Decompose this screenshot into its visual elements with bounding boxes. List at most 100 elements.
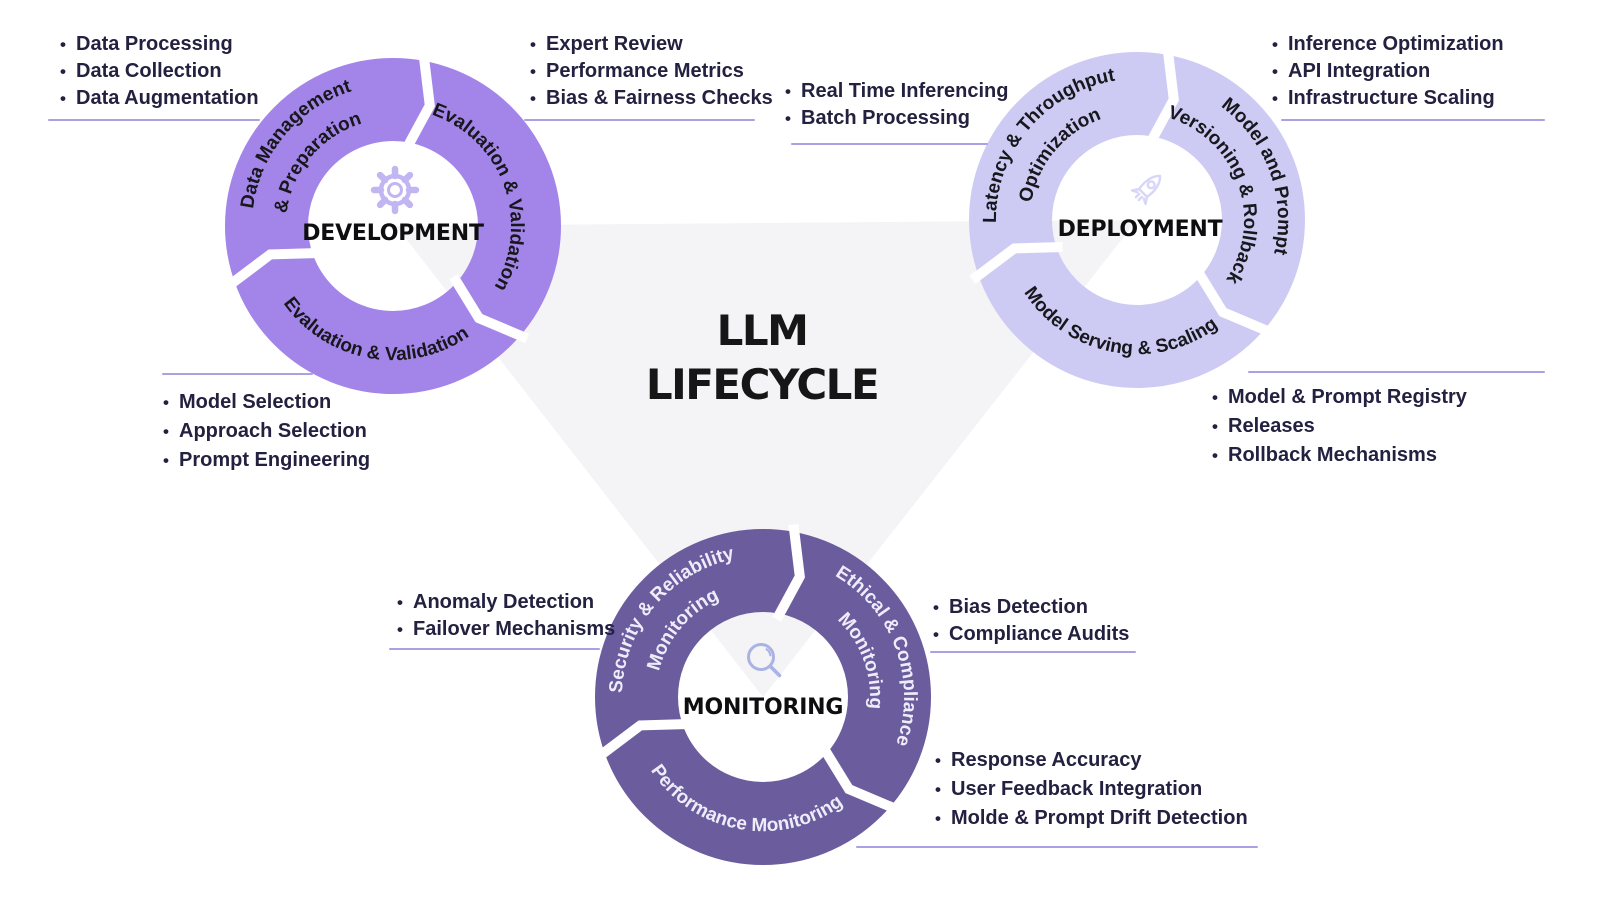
list-item: • Compliance Audits bbox=[933, 621, 1129, 648]
bullet-list-model-selection: • Model Selection •Approach Selection • Pr… bbox=[163, 388, 370, 475]
rocket-icon bbox=[1130, 174, 1162, 206]
divider-line bbox=[1248, 371, 1545, 373]
bullet-dot: • bbox=[935, 809, 941, 828]
title-line: LLM bbox=[716, 306, 809, 355]
list-item: •Performance Metrics bbox=[530, 58, 773, 85]
bullet-dot: • bbox=[785, 82, 791, 101]
list-item-label: Response Accuracy bbox=[951, 749, 1142, 771]
list-item-label: User Feedback Integration bbox=[951, 778, 1203, 800]
bullet-dot: • bbox=[933, 625, 939, 644]
list-item-label: Inference Optimization bbox=[1288, 33, 1504, 55]
bullet-dot: • bbox=[530, 62, 536, 81]
bullet-dot: • bbox=[935, 780, 941, 799]
chevron-gap bbox=[969, 242, 1063, 284]
chevron-gap bbox=[449, 274, 530, 344]
bullet-dot: • bbox=[397, 620, 403, 639]
divider-line bbox=[48, 119, 260, 121]
bullet-dot: • bbox=[785, 109, 791, 128]
bullet-dot: • bbox=[1272, 35, 1278, 54]
list-item-label: Data Augmentation bbox=[76, 87, 259, 109]
chevron-gap bbox=[225, 248, 319, 290]
list-item: •Infrastructure Scaling bbox=[1272, 85, 1504, 112]
list-item: •Approach Selection bbox=[163, 417, 370, 446]
magnifier-icon bbox=[747, 643, 782, 678]
list-item: • Rollback Mechanisms bbox=[1212, 441, 1467, 470]
list-item: • Model & Prompt Registry bbox=[1212, 383, 1467, 412]
list-item-label: Molde & Prompt Drift Detection bbox=[951, 807, 1248, 829]
chevron-gap bbox=[595, 719, 689, 761]
divider-line bbox=[162, 373, 313, 375]
list-item: • Expert Review bbox=[530, 31, 773, 58]
bullet-dot: • bbox=[1272, 62, 1278, 81]
list-item: • Batch Processing bbox=[785, 105, 1008, 132]
list-item: • Releases bbox=[1212, 412, 1467, 441]
list-item-label: Real Time Inferencing bbox=[801, 80, 1009, 102]
list-item: • User Feedback Integration bbox=[935, 775, 1248, 804]
bullet-list-inferencing: • Real Time Inferencing • Batch Processing bbox=[785, 78, 1008, 132]
bullet-list-compliance: • Bias Detection • Compliance Audits bbox=[933, 594, 1129, 648]
bullet-dot: • bbox=[397, 593, 403, 612]
list-item: • Data Augmentation bbox=[60, 85, 259, 112]
divider-line bbox=[1281, 119, 1545, 121]
list-item: • Response Accuracy bbox=[935, 746, 1248, 775]
bullet-dot: • bbox=[60, 35, 66, 54]
ring-body bbox=[969, 52, 1305, 388]
list-item: •Failover Mechanisms bbox=[397, 616, 615, 643]
chevron-gap bbox=[1146, 46, 1179, 145]
bullet-list-data-preparation: • Data Processing •Data Collection • Data … bbox=[60, 31, 259, 112]
gear-icon bbox=[370, 165, 420, 215]
divider-line bbox=[856, 846, 1258, 848]
bullet-dot: • bbox=[163, 451, 169, 470]
divider-line bbox=[791, 143, 988, 145]
chevron-gap bbox=[772, 523, 805, 622]
list-item: • Model Selection bbox=[163, 388, 370, 417]
bullet-dot: • bbox=[1212, 446, 1218, 465]
bullet-list-reliability: •Anomaly Detection •Failover Mechanisms bbox=[397, 589, 615, 643]
list-item-label: API Integration bbox=[1288, 60, 1431, 82]
bullet-dot: • bbox=[60, 62, 66, 81]
bullet-dot: • bbox=[60, 89, 66, 108]
list-item: •Data Collection bbox=[60, 58, 259, 85]
ring-body bbox=[225, 58, 561, 394]
list-item-label: Batch Processing bbox=[801, 107, 970, 129]
bullet-dot: • bbox=[163, 393, 169, 412]
divider-line bbox=[930, 651, 1136, 653]
bullet-dot: • bbox=[1212, 417, 1218, 436]
list-item-label: Expert Review bbox=[546, 33, 683, 55]
bullet-list-evaluation: • Expert Review •Performance Metrics • Bia… bbox=[530, 31, 773, 112]
diagram-title: LLM LIFECYCLE bbox=[562, 304, 962, 412]
list-item: • Bias Detection bbox=[933, 594, 1129, 621]
list-item: • Real Time Inferencing bbox=[785, 78, 1008, 105]
ring-body bbox=[595, 529, 931, 865]
deployment-ring: Latency & Throughput Optimization Model … bbox=[969, 46, 1305, 388]
list-item-label: Approach Selection bbox=[179, 420, 367, 442]
bullet-dot: • bbox=[935, 751, 941, 770]
list-item-label: Data Processing bbox=[76, 33, 233, 55]
list-item-label: Prompt Engineering bbox=[179, 449, 371, 471]
list-item-label: Model & Prompt Registry bbox=[1228, 386, 1467, 408]
list-item-label: Rollback Mechanisms bbox=[1228, 444, 1437, 466]
list-item: • Inference Optimization bbox=[1272, 31, 1504, 58]
bullet-list-infrastructure: • Inference Optimization • API Integration… bbox=[1272, 31, 1504, 112]
list-item: • Prompt Engineering bbox=[163, 446, 370, 475]
bullet-dot: • bbox=[530, 35, 536, 54]
ring-label: MONITORING bbox=[683, 695, 844, 720]
list-item-label: Compliance Audits bbox=[949, 623, 1130, 645]
bullet-dot: • bbox=[933, 598, 939, 617]
ring-label: DEPLOYMENT bbox=[1058, 217, 1223, 242]
background-triangle bbox=[396, 220, 1137, 697]
title-line: LIFECYCLE bbox=[645, 360, 880, 409]
chevron-gap bbox=[819, 745, 900, 815]
list-item-label: Model Selection bbox=[179, 391, 332, 413]
list-item: • Data Processing bbox=[60, 31, 259, 58]
list-item-label: Releases bbox=[1228, 415, 1315, 437]
bullet-dot: • bbox=[530, 89, 536, 108]
divider-line bbox=[389, 648, 600, 650]
bullet-dot: • bbox=[1212, 388, 1218, 407]
list-item-label: Bias & Fairness Checks bbox=[546, 87, 773, 109]
list-item-label: Bias Detection bbox=[949, 596, 1088, 618]
list-item-label: Infrastructure Scaling bbox=[1288, 87, 1495, 109]
chevron-gap bbox=[1193, 268, 1274, 338]
